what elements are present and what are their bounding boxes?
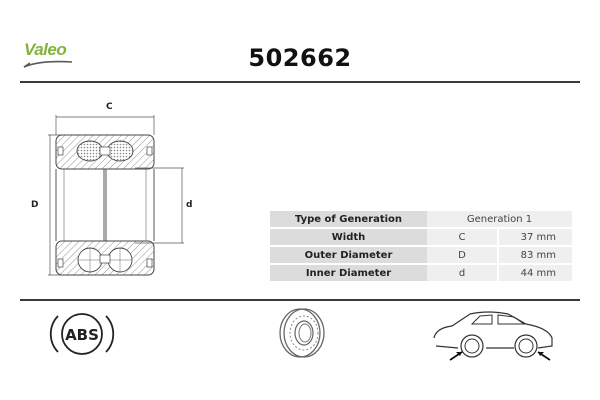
brand-name: Valeo xyxy=(24,40,67,59)
spec-label: Outer Diameter xyxy=(270,247,427,263)
table-row: Type of Generation Generation 1 xyxy=(270,211,572,227)
spec-value: Generation 1 xyxy=(427,211,572,227)
spec-value: 44 mm xyxy=(499,265,572,281)
abs-icon: ABS xyxy=(44,306,120,366)
car-wheel-position-icon xyxy=(428,308,558,368)
brand-logo: Valeo xyxy=(20,40,80,70)
spec-symbol: d xyxy=(427,265,499,281)
table-row: Outer Diameter D 83 mm xyxy=(270,247,572,263)
spec-label: Width xyxy=(270,229,427,245)
table-row: Width C 37 mm xyxy=(270,229,572,245)
logo-swoosh-icon xyxy=(23,60,73,68)
outer-diameter-label-d: D xyxy=(31,200,39,210)
spec-label: Inner Diameter xyxy=(270,265,427,281)
bearing-cross-section-drawing: C D d xyxy=(20,95,200,290)
spec-value: 37 mm xyxy=(499,229,572,245)
footer-divider xyxy=(20,299,580,301)
part-number: 502662 xyxy=(248,44,352,72)
spec-label: Type of Generation xyxy=(270,211,427,227)
table-row: Inner Diameter d 44 mm xyxy=(270,265,572,281)
spec-symbol: D xyxy=(427,247,499,263)
spec-value: 83 mm xyxy=(499,247,572,263)
specifications-table: Type of Generation Generation 1 Width C … xyxy=(270,209,572,283)
abs-text: ABS xyxy=(65,326,99,344)
bearing-section-icon xyxy=(48,115,184,276)
width-label-c: C xyxy=(106,102,113,112)
inner-diameter-label-d: d xyxy=(186,200,193,210)
spec-symbol: C xyxy=(427,229,499,245)
header-divider xyxy=(20,81,580,83)
bearing-icon xyxy=(270,303,334,367)
